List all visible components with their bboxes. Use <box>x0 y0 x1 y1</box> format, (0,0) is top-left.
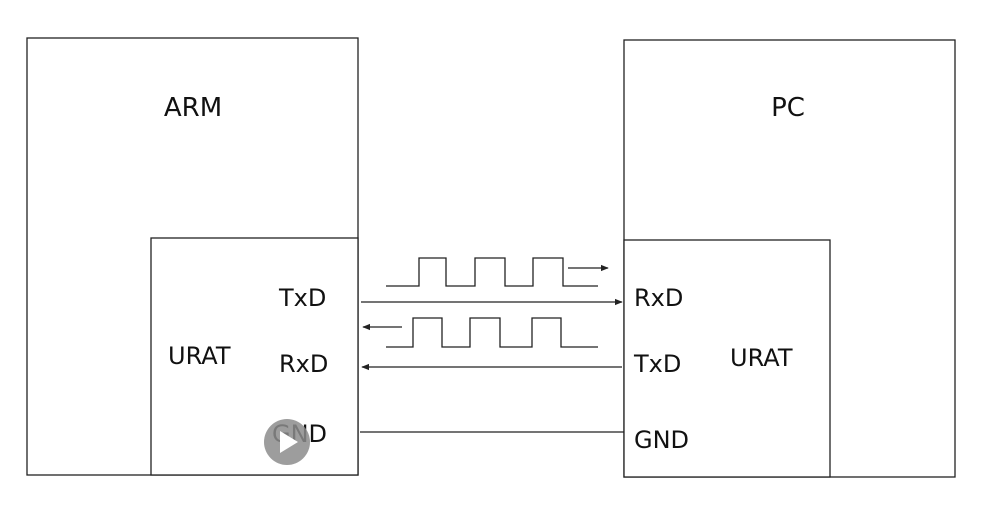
play-icon[interactable] <box>280 431 298 453</box>
arm-pin-txd: TxD <box>278 284 326 312</box>
play-button[interactable] <box>264 419 310 465</box>
pc-pin-rxd: RxD <box>634 284 683 312</box>
pc-title: PC <box>771 93 805 123</box>
pc-pin-txd: TxD <box>633 350 681 378</box>
tx-waveform <box>386 257 598 287</box>
pc-uart-box <box>623 239 831 478</box>
arm-title: ARM <box>164 93 222 123</box>
pc-uart-label: URAT <box>730 344 793 372</box>
arm-pin-rxd: RxD <box>279 350 328 378</box>
arm-uart-label: URAT <box>168 342 231 370</box>
pc-pin-gnd: GND <box>634 426 689 454</box>
rx-waveform <box>386 317 598 348</box>
arm-uart-box <box>150 237 359 476</box>
